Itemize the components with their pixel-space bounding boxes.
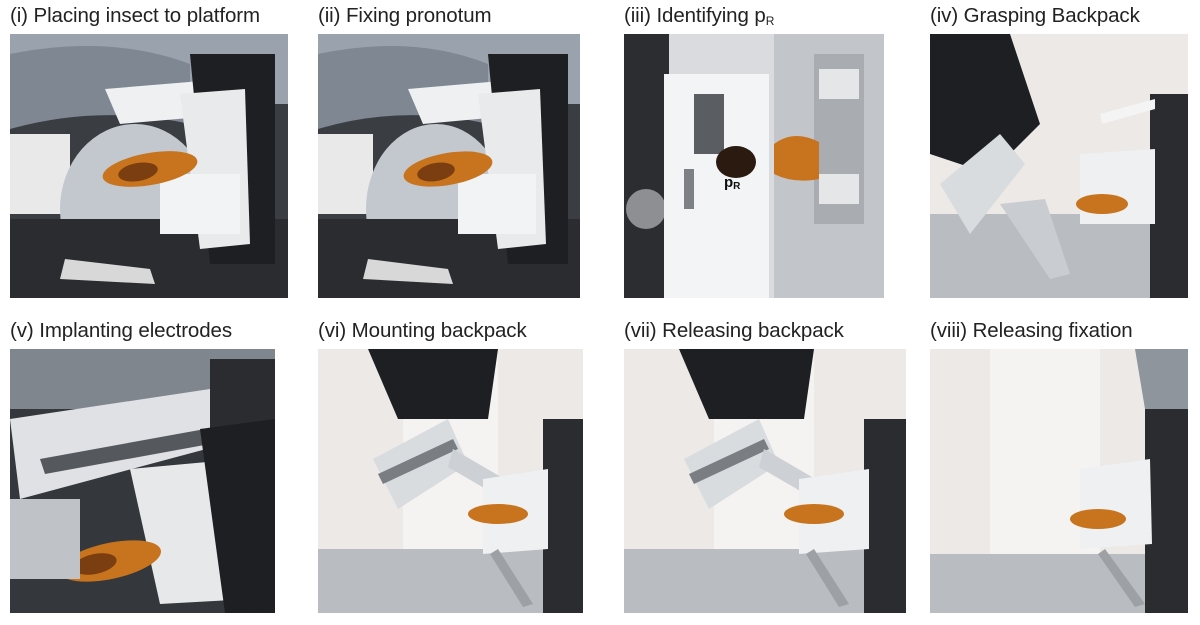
panel-placing-insect: (i) Placing insect to platform bbox=[10, 0, 300, 300]
panel-caption: (ii) Fixing pronotum bbox=[318, 0, 492, 32]
panel-numeral: (vi) bbox=[318, 319, 347, 342]
panel-implanting-electrodes: (v) Implanting electrodes bbox=[10, 315, 310, 625]
photo-releasing-fixation bbox=[930, 349, 1188, 613]
panel-title: Mounting backpack bbox=[351, 319, 527, 342]
panel-numeral: (iv) bbox=[930, 4, 959, 27]
panel-title: Grasping Backpack bbox=[963, 4, 1140, 27]
photo-implanting-electrodes bbox=[10, 349, 275, 613]
panel-caption: (iii) Identifying pR bbox=[624, 0, 774, 32]
panel-numeral: (v) bbox=[10, 319, 34, 342]
panel-title: Identifying p bbox=[656, 4, 766, 27]
panel-caption: (iv) Grasping Backpack bbox=[930, 0, 1140, 32]
panel-releasing-fixation: (viii) Releasing fixation bbox=[930, 315, 1200, 625]
panel-caption: (i) Placing insect to platform bbox=[10, 0, 260, 32]
panel-identifying-pr: (iii) Identifying pR pR bbox=[624, 0, 894, 300]
panel-fixing-pronotum: (ii) Fixing pronotum bbox=[318, 0, 608, 300]
panel-releasing-backpack: (vii) Releasing backpack bbox=[624, 315, 924, 625]
panel-caption: (viii) Releasing fixation bbox=[930, 315, 1133, 347]
pr-point-label: pR bbox=[724, 174, 741, 192]
panel-title: Releasing backpack bbox=[662, 319, 844, 342]
panel-caption: (vi) Mounting backpack bbox=[318, 315, 527, 347]
panel-numeral: (vii) bbox=[624, 319, 657, 342]
photo-fixing-pronotum bbox=[318, 34, 580, 298]
panel-title: Releasing fixation bbox=[972, 319, 1133, 342]
photo-releasing-backpack bbox=[624, 349, 906, 613]
panel-numeral: (ii) bbox=[318, 4, 341, 27]
panel-numeral: (iii) bbox=[624, 4, 651, 27]
photo-identifying-pr: pR bbox=[624, 34, 884, 298]
panel-mounting-backpack: (vi) Mounting backpack bbox=[318, 315, 618, 625]
photo-placing-insect bbox=[10, 34, 288, 298]
panel-numeral: (i) bbox=[10, 4, 28, 27]
panel-numeral: (viii) bbox=[930, 319, 967, 342]
panel-grasping-backpack: (iv) Grasping Backpack bbox=[930, 0, 1200, 300]
panel-caption: (v) Implanting electrodes bbox=[10, 315, 232, 347]
panel-caption: (vii) Releasing backpack bbox=[624, 315, 844, 347]
panel-title: Implanting electrodes bbox=[39, 319, 232, 342]
panel-title: Placing insect to platform bbox=[33, 4, 261, 27]
photo-mounting-backpack bbox=[318, 349, 583, 613]
photo-grasping-backpack bbox=[930, 34, 1188, 298]
panel-title-subscript: R bbox=[765, 14, 775, 28]
panel-title: Fixing pronotum bbox=[345, 4, 492, 27]
